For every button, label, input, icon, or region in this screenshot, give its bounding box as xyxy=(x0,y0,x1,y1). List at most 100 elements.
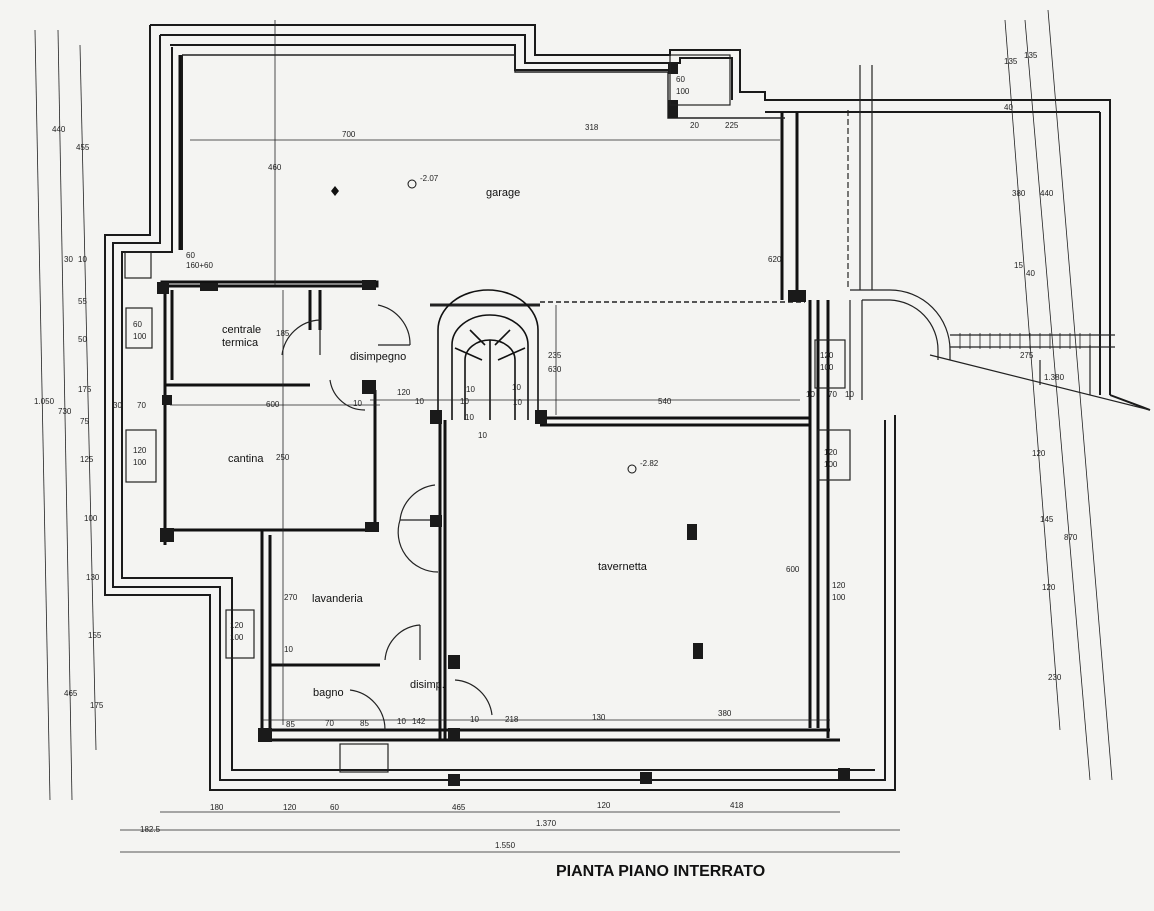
dim-text: 70 xyxy=(828,390,837,399)
dim-texts-bottom-inner: 85 70 85 10 142 10 218 130 380 xyxy=(286,709,732,729)
dim-text: 135 xyxy=(1024,51,1038,60)
dim-text: 10 xyxy=(466,385,475,394)
plan-title: PIANTA PIANO INTERRATO xyxy=(556,863,765,880)
dim-text: 620 xyxy=(768,255,782,264)
dim-text: 250 xyxy=(276,453,290,462)
dim-text: 10 xyxy=(353,399,362,408)
staircase xyxy=(437,289,539,420)
dim-text: 120 xyxy=(283,803,297,812)
dim-texts-left: 440 455 30 10 55 50 175 75 730 1.050 125… xyxy=(34,125,104,710)
dim-text: 145 xyxy=(1040,515,1054,524)
room-disimp: disimp. xyxy=(410,679,445,691)
dim-text: 10 xyxy=(478,431,487,440)
dim-text: 185 xyxy=(276,329,290,338)
dim-text: 10 xyxy=(460,397,469,406)
dim-texts-totals: 182.5 1.370 1.550 xyxy=(140,819,557,850)
dim-text: 120 xyxy=(397,388,411,397)
pillars xyxy=(157,64,850,786)
dim-text: 70 xyxy=(137,401,146,410)
dim-text: 40 xyxy=(1004,103,1013,112)
dim-text: 125 xyxy=(80,455,94,464)
interior-walls xyxy=(160,55,840,742)
dim-text: 10 xyxy=(806,390,815,399)
dim-text: 540 xyxy=(658,397,672,406)
dim-text: 465 xyxy=(452,803,466,812)
dim-text: 380 xyxy=(718,709,732,718)
win-label: 60 xyxy=(133,320,142,329)
win-label: 100 xyxy=(133,332,147,341)
dim-text: 235 xyxy=(548,351,562,360)
dim-text: 600 xyxy=(786,565,800,574)
win-label: 120 xyxy=(824,448,838,457)
win-label: 100 xyxy=(820,363,834,372)
win-label: 100 xyxy=(676,87,690,96)
room-tavernetta: tavernetta xyxy=(598,561,648,573)
win-label: 120 xyxy=(820,351,834,360)
dimension-lines xyxy=(34,9,1113,853)
dim-text: 180 xyxy=(210,803,224,812)
dim-text: 460 xyxy=(268,163,282,172)
dim-text: 1.380 xyxy=(1044,373,1065,382)
dim-text: 10 xyxy=(397,717,406,726)
dim-text: 380 xyxy=(1012,189,1026,198)
dim-text: 225 xyxy=(725,121,739,130)
dim-text: 100 xyxy=(84,514,98,523)
dim-text: 70 xyxy=(325,719,334,728)
room-cantina: cantina xyxy=(228,453,264,465)
dim-text: 10 xyxy=(465,413,474,422)
room-centrale-line1: centrale xyxy=(222,324,261,336)
dim-text: 85 xyxy=(360,719,369,728)
dim-text: 440 xyxy=(1040,189,1054,198)
dim-text: 135 xyxy=(1004,57,1018,66)
win-label: 100 xyxy=(133,458,147,467)
dim-text: 10 xyxy=(284,645,293,654)
dim-text: 230 xyxy=(1048,673,1062,682)
dim-text: 10 xyxy=(415,397,424,406)
dim-text: 10 xyxy=(78,255,87,264)
garage-room xyxy=(182,20,805,307)
dim-text: 20 xyxy=(690,121,699,130)
dim-text: 142 xyxy=(412,717,426,726)
dim-text: 275 xyxy=(1020,351,1034,360)
win-label: 160+60 xyxy=(186,261,213,270)
dim-text: 10 xyxy=(513,398,522,407)
dim-text: 40 xyxy=(1026,269,1035,278)
dim-text: 55 xyxy=(78,297,87,306)
dim-text: 15 xyxy=(1014,261,1023,270)
dim-text: 10 xyxy=(512,383,521,392)
dim-text: 182.5 xyxy=(140,825,161,834)
room-bagno: bagno xyxy=(313,687,344,699)
dim-text: 10 xyxy=(470,715,479,724)
dim-text: 465 xyxy=(64,689,78,698)
dim-text: 60 xyxy=(330,803,339,812)
room-disimpegno: disimpegno xyxy=(350,351,406,363)
dim-text: 50 xyxy=(78,335,87,344)
dim-text: 218 xyxy=(505,715,519,724)
dim-texts-bottom-outer: 180 120 60 465 120 418 xyxy=(210,801,744,812)
room-lavanderia: lavanderia xyxy=(312,593,364,605)
dim-text: 120 xyxy=(1032,449,1046,458)
room-garage: garage xyxy=(486,187,520,199)
dim-text: 85 xyxy=(286,720,295,729)
dim-text: 30 xyxy=(64,255,73,264)
window-labels: 60 100 60 160+60 60 100 120 100 120 100 … xyxy=(133,75,846,642)
dim-text: 175 xyxy=(78,385,92,394)
dim-texts-mid: 120 10 10 540 10 70 10 30 70 600 10 10 1… xyxy=(113,351,854,440)
level-tavernetta: -2.82 xyxy=(640,459,659,468)
level-markers: -2.07 -2.82 xyxy=(331,174,659,474)
dim-text: 318 xyxy=(585,123,599,132)
win-label: 100 xyxy=(832,593,846,602)
doors xyxy=(281,304,493,731)
dim-text: 1.550 xyxy=(495,841,516,850)
win-label: 120 xyxy=(230,621,244,630)
dim-text: 870 xyxy=(1064,533,1078,542)
win-label: 60 xyxy=(186,251,195,260)
win-label: 100 xyxy=(824,460,838,469)
dim-text: 1.370 xyxy=(536,819,557,828)
level-garage: -2.07 xyxy=(420,174,439,183)
dim-text: 30 xyxy=(113,401,122,410)
terrace xyxy=(847,65,1151,411)
outer-walls xyxy=(104,24,1151,791)
dim-texts-right: 135 135 40 380 440 15 40 275 1.380 120 1… xyxy=(1004,51,1078,682)
